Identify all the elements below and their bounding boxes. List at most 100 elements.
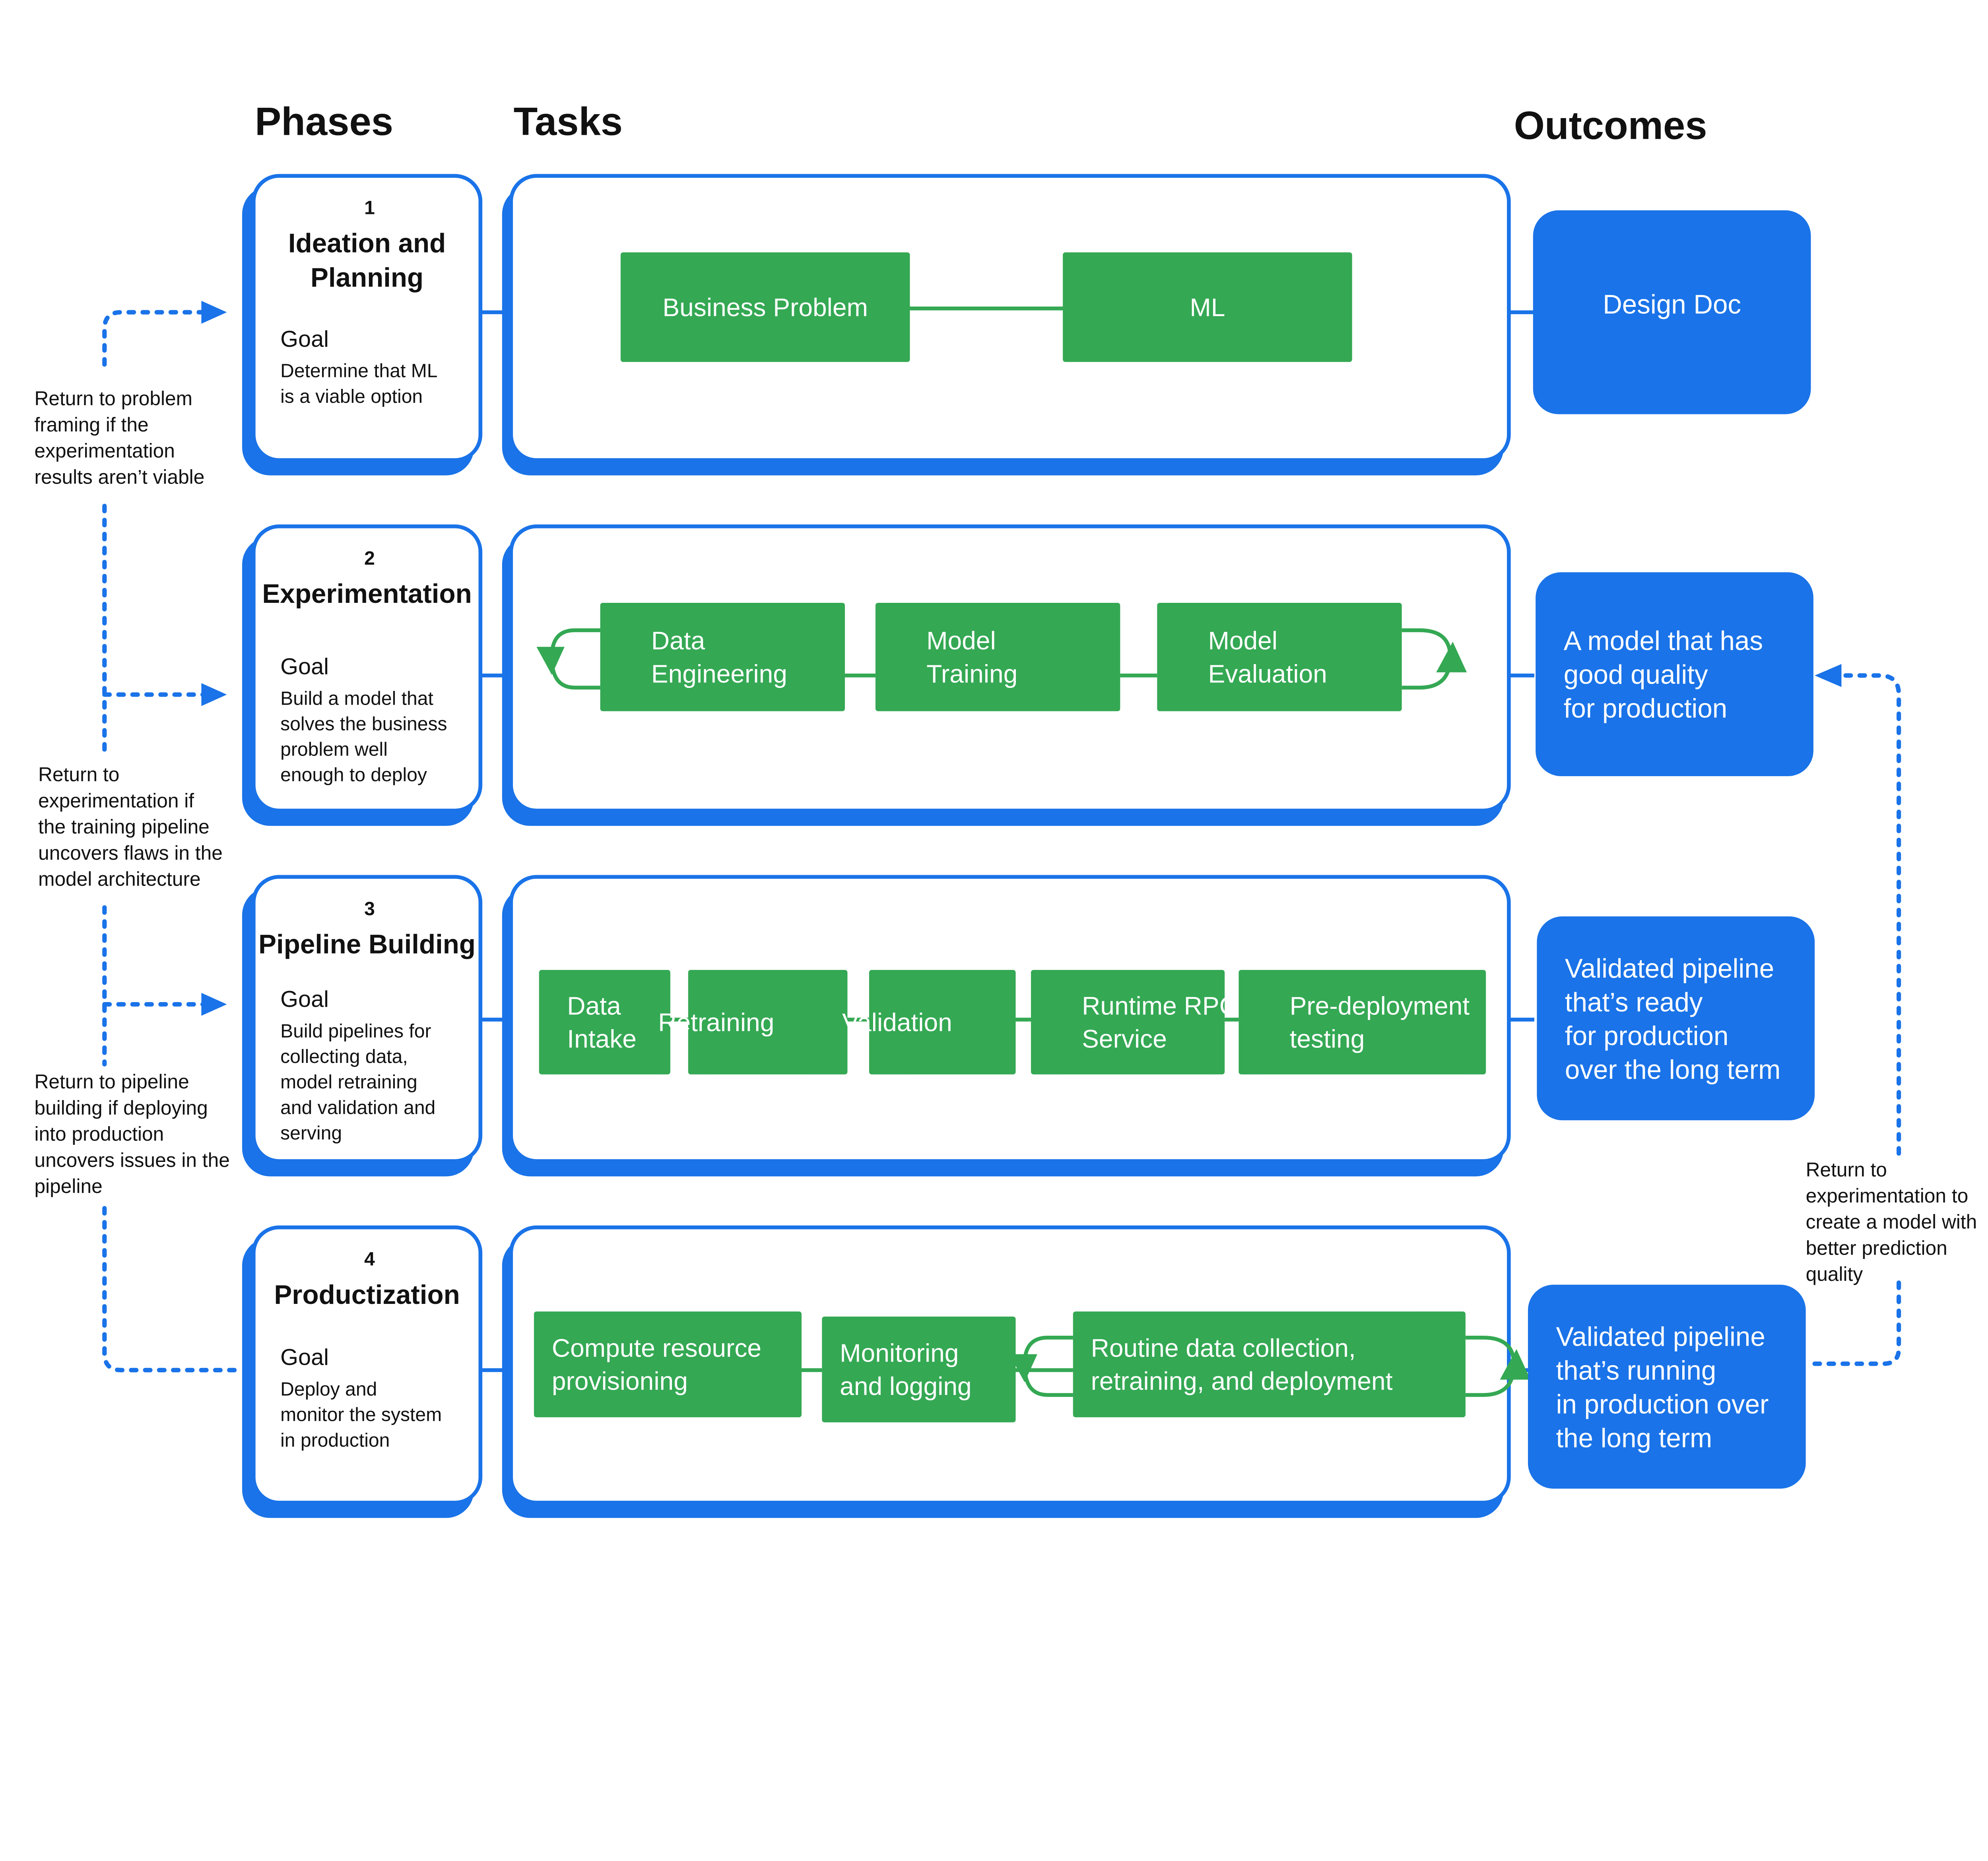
task-box-bg (1031, 970, 1225, 1074)
feedback-note-1-line: framing if the (35, 414, 149, 436)
task-box-bg (822, 1316, 1016, 1422)
task-box-bg (1239, 970, 1486, 1074)
task-label-line: Service (1082, 1025, 1167, 1053)
phase-title: Pipeline Building (258, 929, 476, 959)
task-box: Business Problem (620, 252, 910, 362)
card-body (252, 1225, 483, 1505)
header-outcomes: Outcomes (1514, 103, 1707, 148)
task-label-line: provisioning (552, 1367, 688, 1395)
phase-title-line: Pipeline Building (258, 929, 476, 959)
goal-label: Goal (280, 1345, 329, 1370)
task-label-line: Intake (567, 1025, 637, 1053)
feedback-note-1-line: Return to problem (35, 387, 192, 410)
card-body (252, 524, 483, 813)
feedback-note-2-line: experimentation if (38, 789, 194, 812)
phase-title-line: Productization (274, 1280, 460, 1310)
outcome-label-line: the long term (1556, 1423, 1712, 1453)
task-box-bg (1063, 252, 1352, 362)
goal-description-line: model retraining (280, 1071, 417, 1093)
task-label-line: testing (1290, 1025, 1365, 1053)
outcome-label-line: good quality (1564, 660, 1708, 690)
outcome-label-line: A model that has (1564, 626, 1763, 656)
task-label: ML (1190, 293, 1225, 322)
goal-description-line: problem well (280, 739, 388, 760)
feedback-note-2-line: the training pipeline (38, 816, 210, 838)
loop-arrow-down-icon (536, 647, 565, 675)
feedback-note-1-line: results aren’t viable (35, 466, 205, 488)
outcome-label: Design Doc (1603, 289, 1741, 319)
task-box-bg (875, 603, 1120, 711)
task-box: Retraining (658, 970, 848, 1074)
feedback-note-4-line: experimentation to (1806, 1185, 1969, 1207)
task-box: ML (1063, 252, 1352, 362)
feedback-note-4-line: create a model with (1806, 1211, 1977, 1233)
goal-description-line: is a viable option (280, 386, 423, 407)
feedback-note-4-line: quality (1806, 1263, 1863, 1285)
goal-description-line: and validation and (280, 1097, 435, 1118)
outcome-card-1: Design Doc (1533, 210, 1811, 414)
header-phases: Phases (255, 100, 393, 144)
header-tasks: Tasks (514, 100, 623, 144)
card-body (252, 174, 483, 462)
goal-description-line: monitor the system (280, 1404, 442, 1426)
phase-title-line: Planning (311, 263, 423, 293)
outcome-bg (1536, 572, 1813, 776)
goal-description-line: Deploy and (280, 1379, 377, 1400)
dashed-arrow-to-phase-1 (102, 310, 206, 375)
goal-description-line: solves the business (280, 713, 447, 735)
task-label-line: ML (1190, 293, 1225, 322)
task-label-line: Routine data collection, (1091, 1334, 1356, 1362)
feedback-note-3-line: pipeline (35, 1175, 103, 1197)
arrow-head-icon (1815, 664, 1842, 687)
outcome-label-line: over the long term (1565, 1055, 1780, 1085)
task-label-line: Monitoring (840, 1339, 959, 1368)
phase-title-line: Experimentation (262, 579, 472, 609)
goal-label: Goal (280, 987, 329, 1012)
outcome-label-line: that’s ready (1565, 987, 1703, 1017)
outcome-label-line: for production (1564, 694, 1728, 723)
dashed-arrow-to-outcome-2 (1812, 673, 1901, 1366)
phase-title: Productization (274, 1280, 460, 1310)
feedback-note-3-line: into production (35, 1123, 164, 1145)
task-label-line: Data (567, 991, 621, 1020)
phase-title-line: Ideation and (288, 229, 446, 258)
task-label-line: Model (926, 626, 996, 655)
task-box: Validation (842, 970, 1016, 1074)
arrow-head-icon (201, 683, 227, 706)
task-label-line: Business Problem (662, 293, 868, 322)
phase-number: 4 (364, 1249, 375, 1270)
dashed-arrow-to-phase-3 (102, 905, 206, 1066)
task-box-bg (539, 970, 670, 1074)
task-box-bg (1157, 603, 1402, 711)
dashed-arrow-to-phase-2 (102, 503, 206, 754)
loop-arrow-up-icon (1500, 1349, 1531, 1380)
outcome-card-2: A model that has good quality for producti… (1536, 572, 1813, 776)
goal-description-line: collecting data, (280, 1046, 408, 1067)
feedback-note-2-line: model architecture (38, 868, 200, 890)
goal-label: Goal (280, 326, 329, 352)
task-label-line: Validation (842, 1008, 952, 1037)
task-label: Routine data collection,retraining, and … (1091, 1334, 1393, 1395)
outcome-bg (1528, 1284, 1806, 1489)
